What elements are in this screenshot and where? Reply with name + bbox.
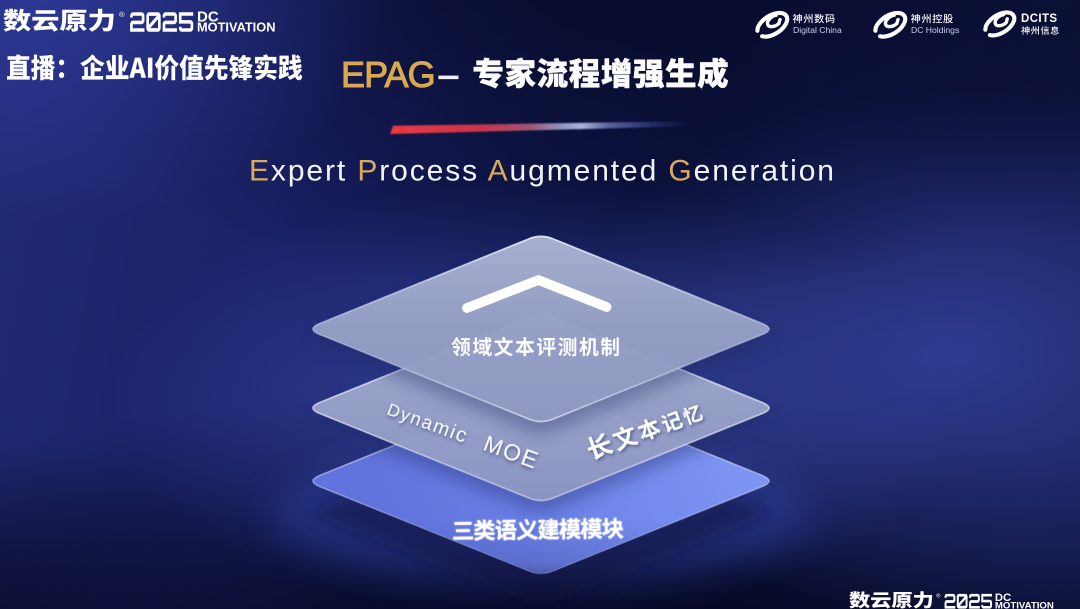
svg-text:Expert Process Augmented Gener: Expert Process Augmented Generation xyxy=(249,155,836,188)
svg-text:DC: DC xyxy=(197,9,219,26)
svg-text:–: – xyxy=(439,56,458,94)
svg-text:®: ® xyxy=(119,10,125,19)
svg-text:Digital China: Digital China xyxy=(793,25,842,35)
svg-text:MOTIVATION: MOTIVATION xyxy=(995,600,1054,609)
svg-text:®: ® xyxy=(936,592,941,599)
svg-text:DC: DC xyxy=(995,592,1011,604)
svg-text:EPAG: EPAG xyxy=(341,54,435,95)
svg-text:MOTIVATION: MOTIVATION xyxy=(197,20,275,35)
svg-text:DC Holdings: DC Holdings xyxy=(911,25,959,35)
svg-text:DCITS: DCITS xyxy=(1021,13,1058,25)
